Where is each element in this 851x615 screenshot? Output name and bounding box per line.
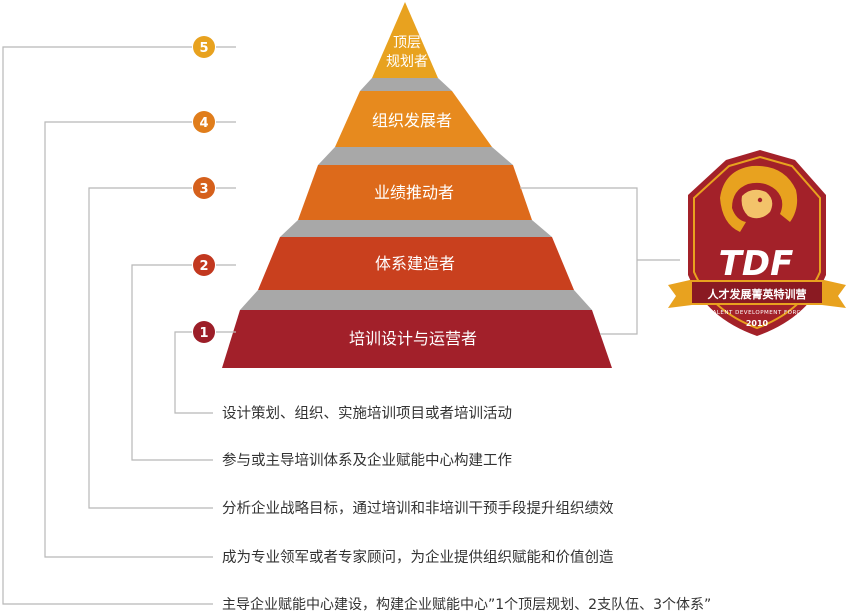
logo-sub-text: TALENT DEVELOPMENT FORCE: [708, 310, 805, 316]
tier-1-label: 培训设计与运营者: [349, 329, 477, 348]
description-3: 分析企业战略目标，通过培训和非培训干预手段提升组织绩效: [222, 499, 614, 517]
number-2: 2: [199, 259, 208, 274]
tdf-logo: TDF 人才发展菁英特训营 TALENT DEVELOPMENT FORCE 2…: [668, 150, 846, 336]
band-4-3: [318, 147, 513, 165]
number-badge-2: 2: [193, 254, 215, 276]
logo-banner-text: 人才发展菁英特训营: [708, 287, 807, 301]
number-3: 3: [199, 182, 208, 197]
tier-4-label: 组织发展者: [372, 111, 452, 130]
number-badge-1: 1: [193, 321, 215, 343]
tier-5-label-line1: 顶层: [393, 35, 421, 51]
number-badge-5: 5: [193, 36, 215, 58]
connector-lines: [2, 46, 680, 605]
logo-year-text: 2010: [746, 319, 769, 328]
connector-5: [2, 46, 213, 605]
lion-icon: [720, 165, 798, 232]
tier-2-shape: [258, 237, 574, 290]
description-2: 参与或主导培训体系及企业赋能中心构建工作: [222, 451, 512, 469]
logo-ribbon-band: [692, 282, 822, 303]
connector-2: [131, 264, 213, 461]
number-badge-4: 4: [193, 111, 215, 133]
number-4: 4: [199, 116, 208, 131]
connector-3: [88, 187, 213, 509]
tier-3-label: 业绩推动者: [374, 183, 454, 202]
band-2-1: [240, 290, 592, 310]
tier-5-label-line2: 规划者: [386, 54, 428, 70]
connector-1: [174, 331, 213, 414]
description-1: 设计策划、组织、实施培训项目或者培训活动: [222, 405, 512, 422]
number-badge-3: 3: [193, 177, 215, 199]
tier-5-shape: [372, 2, 438, 78]
band-5-4: [360, 78, 452, 91]
tier-2-label: 体系建造者: [375, 254, 455, 273]
number-5: 5: [199, 41, 208, 56]
logo-main-text: TDF: [719, 244, 794, 284]
tier-1-shape: [222, 310, 612, 368]
description-4: 成为专业领军或者专家顾问，为企业提供组织赋能和价值创造: [222, 548, 614, 566]
number-1: 1: [199, 326, 208, 341]
description-5: 主导企业赋能中心建设，构建企业赋能中心”1个顶层规划、2支队伍、3个体系”: [222, 596, 711, 613]
pyramid-bands: [240, 78, 592, 310]
connector-4: [44, 121, 213, 558]
logo-bracket: [520, 187, 638, 335]
tier-4-shape: [335, 91, 492, 147]
tier-3-shape: [298, 165, 532, 220]
band-3-2: [280, 220, 552, 237]
